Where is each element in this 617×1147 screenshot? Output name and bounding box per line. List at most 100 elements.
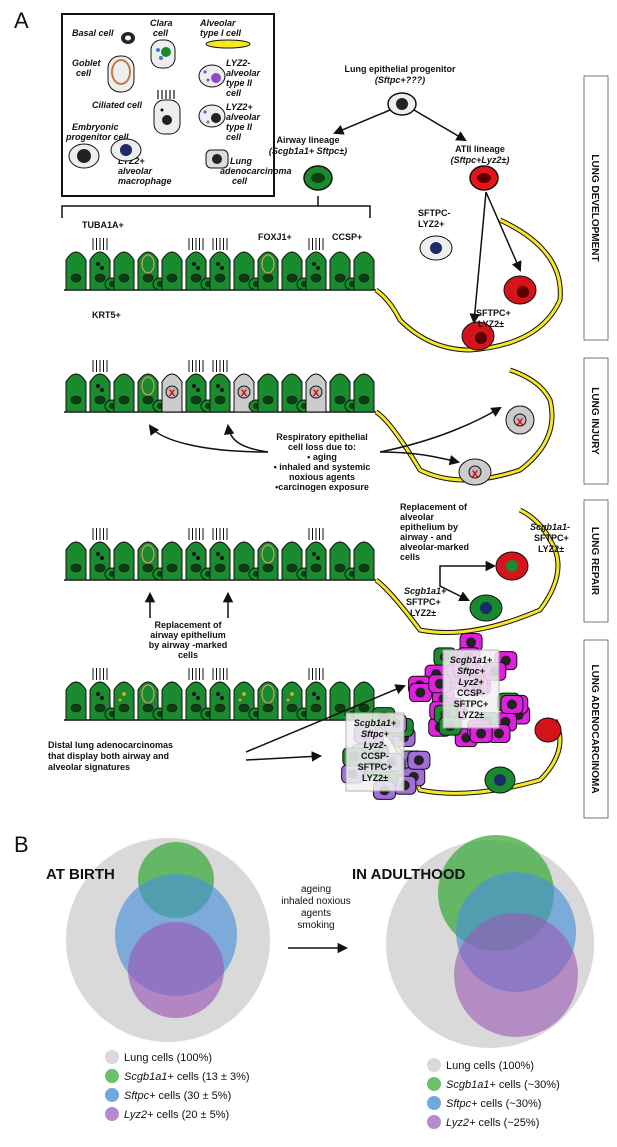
marker-tuba1a: TUBA1A+ xyxy=(82,220,124,230)
marker-krt5: KRT5+ xyxy=(92,310,121,320)
svg-text:adenocarcinoma: adenocarcinoma xyxy=(220,166,292,176)
svg-text:alveolar: alveolar xyxy=(226,68,261,78)
adeno-text: Distal lung adenocarcinomas that display… xyxy=(48,740,173,772)
svg-text:• aging: • aging xyxy=(307,452,337,462)
svg-text:CCSP-: CCSP- xyxy=(361,751,389,761)
epithelial-cell xyxy=(233,681,255,721)
legend-entry: Scgb1a1+ cells (~30%) xyxy=(446,1079,560,1091)
legend-adult: Lung cells (100%)Scgb1a1+ cells (~30%)Sf… xyxy=(427,1058,560,1129)
epithelial-cell xyxy=(185,373,207,413)
svg-text:LUNG INJURY: LUNG INJURY xyxy=(589,387,600,455)
epithelial-cell xyxy=(137,251,159,291)
legend-swatch xyxy=(427,1077,441,1091)
svg-text:SFTPC+: SFTPC+ xyxy=(358,762,393,772)
svg-text:smoking: smoking xyxy=(297,920,334,931)
repair-cells xyxy=(469,551,529,622)
legend-swatch xyxy=(427,1115,441,1129)
epithelial-cell xyxy=(281,251,303,291)
epithelial-cell xyxy=(89,251,111,291)
legend-ciliated: Ciliated cell xyxy=(92,90,181,135)
svg-text:alveolar: alveolar xyxy=(118,166,153,176)
legend-swatch xyxy=(105,1107,119,1121)
svg-text:alveolar: alveolar xyxy=(226,112,261,122)
injury-arrow-1 xyxy=(148,424,269,453)
svg-text:x: x xyxy=(472,466,479,480)
legend-entry: Sftpc+ cells (30 ± 5%) xyxy=(124,1090,231,1102)
side-label-development: LUNG DEVELOPMENT xyxy=(583,75,609,341)
epithelial-cell xyxy=(305,541,327,581)
legend-entry: Sftpc+ cells (~30%) xyxy=(446,1098,541,1110)
repair-right-label: Scgb1a1- SFTPC+ LYZ2± xyxy=(530,522,570,554)
arrow-to-atii xyxy=(413,109,467,142)
injured-alveolar-cells: x x xyxy=(458,405,535,486)
epithelial-cell xyxy=(281,681,303,721)
legend-lyz2pos-at2: LYZ2+ alveolar type II cell xyxy=(198,102,261,142)
epithelial-cell xyxy=(89,373,111,413)
epithelial-cell xyxy=(353,373,375,413)
legend-macrophage: LYZ2+ alveolar macrophage xyxy=(110,138,172,186)
epithelial-cell xyxy=(233,251,255,291)
epithelial-cell xyxy=(257,373,279,413)
tumor-left-label-box xyxy=(345,712,405,792)
svg-text:x: x xyxy=(241,385,248,399)
epithelial-cell xyxy=(65,373,87,413)
epithelial-cell xyxy=(281,541,303,581)
legend-basal: Basal cell xyxy=(72,28,135,44)
panel-a-label: A xyxy=(14,8,29,33)
svg-text:Airway lineage: Airway lineage xyxy=(276,135,339,145)
epithelial-cell xyxy=(89,681,111,721)
injury-arrow-4 xyxy=(379,406,502,453)
svg-text:SFTPC+: SFTPC+ xyxy=(476,308,511,318)
legend-lyz2neg-at2: LYZ2- alveolar type II cell xyxy=(198,58,261,98)
svg-text:inhaled noxious: inhaled noxious xyxy=(281,896,351,907)
arrow-atii-1 xyxy=(485,191,522,272)
airway-bracket xyxy=(61,196,371,218)
legend-entry: Lyz2+ cells (~25%) xyxy=(446,1117,539,1129)
venn-adult-lyz2 xyxy=(454,913,578,1037)
svg-text:Sftpc+: Sftpc+ xyxy=(457,666,486,676)
svg-text:type II: type II xyxy=(226,122,253,132)
svg-text:Basal cell: Basal cell xyxy=(72,28,114,38)
svg-text:Embryonic: Embryonic xyxy=(72,122,119,132)
epithelial-cell xyxy=(353,681,375,721)
svg-text:macrophage: macrophage xyxy=(118,176,172,186)
svg-text:cell: cell xyxy=(76,68,92,78)
adulthood-title: IN ADULTHOOD xyxy=(352,866,465,883)
legend-goblet: Goblet cell xyxy=(72,55,135,93)
svg-text:• inhaled and systemic: • inhaled and systemic xyxy=(274,462,371,472)
at-birth-title: AT BIRTH xyxy=(46,866,115,883)
repair-green-label: Scgb1a1+ SFTPC+ LYZ2± xyxy=(404,586,447,618)
epithelial-cell xyxy=(137,681,159,721)
svg-text:cell: cell xyxy=(153,28,169,38)
legend-swatch xyxy=(105,1069,119,1083)
svg-text:LYZ2±: LYZ2± xyxy=(458,710,484,720)
svg-text:cell: cell xyxy=(226,88,242,98)
legend-entry: Scgb1a1+ cells (13 ± 3%) xyxy=(124,1071,250,1083)
epithelial-cell xyxy=(329,373,351,413)
injury-arrow-3 xyxy=(379,451,461,466)
epithelial-cell xyxy=(113,251,135,291)
svg-text:progenitor cell: progenitor cell xyxy=(65,132,129,142)
svg-text:LYZ2±: LYZ2± xyxy=(410,608,436,618)
epithelial-cell xyxy=(89,541,111,581)
svg-text:x: x xyxy=(313,385,320,399)
svg-text:cell: cell xyxy=(226,132,242,142)
svg-text:CCSP-: CCSP- xyxy=(457,688,485,698)
epithelial-cell xyxy=(257,681,279,721)
adeno-arrow-up xyxy=(245,684,406,753)
svg-text:by airway -marked: by airway -marked xyxy=(149,640,228,650)
legend-at1: Alveolar type I cell xyxy=(199,18,251,49)
svg-text:(Scgb1a1+ Sftpc±): (Scgb1a1+ Sftpc±) xyxy=(269,146,347,156)
svg-text:Ciliated cell: Ciliated cell xyxy=(92,100,143,110)
svg-text:Lyz2+: Lyz2+ xyxy=(458,677,484,687)
epithelial-cell xyxy=(137,541,159,581)
epithelial-cell xyxy=(305,681,327,721)
svg-text:LUNG REPAIR: LUNG REPAIR xyxy=(589,527,600,596)
legend-swatch xyxy=(427,1058,441,1072)
svg-text:cells: cells xyxy=(178,650,198,660)
repair-arrow-down xyxy=(439,576,470,601)
tumor-right-label: Scgb1a1+ Sftpc+ Lyz2+ CCSP- SFTPC+ LYZ2± xyxy=(450,655,493,720)
svg-text:type I cell: type I cell xyxy=(200,28,242,38)
marker-foxj1: FOXJ1+ xyxy=(258,232,292,242)
